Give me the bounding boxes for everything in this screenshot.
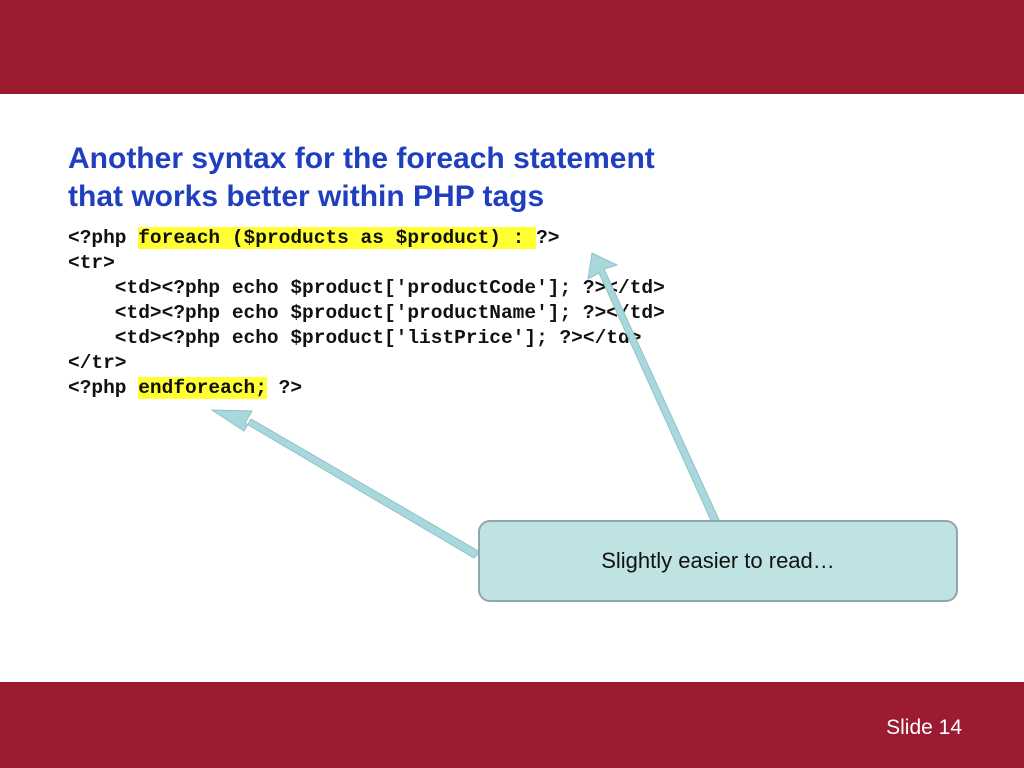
code-text: <?php [68,227,139,249]
code-block: <?php foreach ($products as $product) : … [68,226,665,401]
code-line-2: <tr> [68,252,115,274]
callout-text: Slightly easier to read… [601,548,835,573]
slide-title: Another syntax for the foreach statement… [68,140,868,216]
callout-box: Slightly easier to read… [478,520,958,602]
code-line-5: <td><?php echo $product['listPrice']; ?>… [68,327,642,349]
footer-band [0,682,1024,768]
code-line-4: <td><?php echo $product['productName']; … [68,302,665,324]
code-line-1: <?php foreach ($products as $product) : … [68,226,665,251]
code-line-7: <?php endforeach; ?> [68,376,665,401]
slide-number: Slide 14 [886,716,962,739]
arrow-to-endforeach [210,409,481,559]
title-line-1: Another syntax for the foreach statement [68,142,655,175]
highlighted-code: endforeach; [138,377,267,399]
header-band [0,0,1024,94]
code-text: ?> [536,227,560,249]
code-line-3: <td><?php echo $product['productCode']; … [68,277,665,299]
title-line-2: that works better within PHP tags [68,180,545,213]
code-line-6: </tr> [68,352,127,374]
highlighted-code: foreach ($products as $product) : [138,227,537,249]
code-text: <?php [68,377,139,399]
code-text: ?> [266,377,303,399]
